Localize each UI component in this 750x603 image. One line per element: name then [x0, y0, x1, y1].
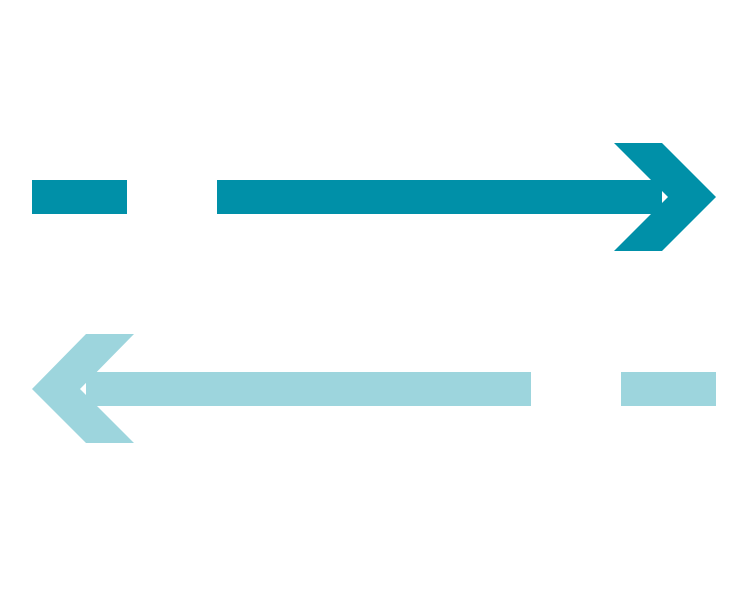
- arrow-right: [32, 143, 716, 251]
- arrow-right-shaft: [217, 180, 662, 214]
- arrow-right-dash-segment: [32, 180, 127, 214]
- arrow-left: [32, 334, 716, 443]
- arrow-left-head: [32, 334, 134, 443]
- arrow-right-head: [614, 143, 716, 251]
- arrow-left-shaft: [86, 372, 531, 406]
- arrow-left-dash-segment: [621, 372, 716, 406]
